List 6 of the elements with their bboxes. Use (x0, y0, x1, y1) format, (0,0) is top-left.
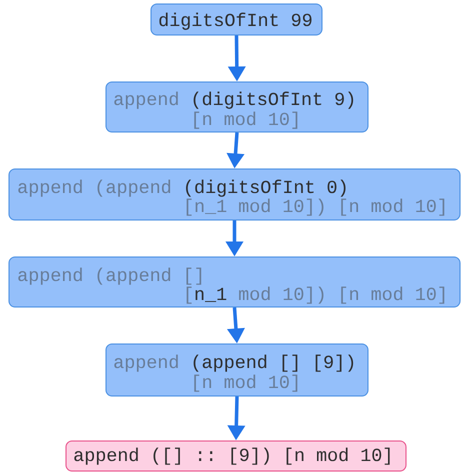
expression-box: append (append [] [ n_1 mod 10]) [n mod 10] (8, 256, 460, 308)
expression-box: append (append [] [9]) [n mod 10] (106, 344, 368, 396)
expression-box: append ([] :: [9]) [n mod 10] (66, 440, 406, 472)
expression-box: append (append (digitsOfInt 0) [n_1 mod 10]) [n mod 10] (8, 168, 460, 220)
expression-box: digitsOfInt 99 (150, 4, 322, 36)
expression-box: append (digitsOfInt 9) [n mod 10] (106, 82, 368, 132)
